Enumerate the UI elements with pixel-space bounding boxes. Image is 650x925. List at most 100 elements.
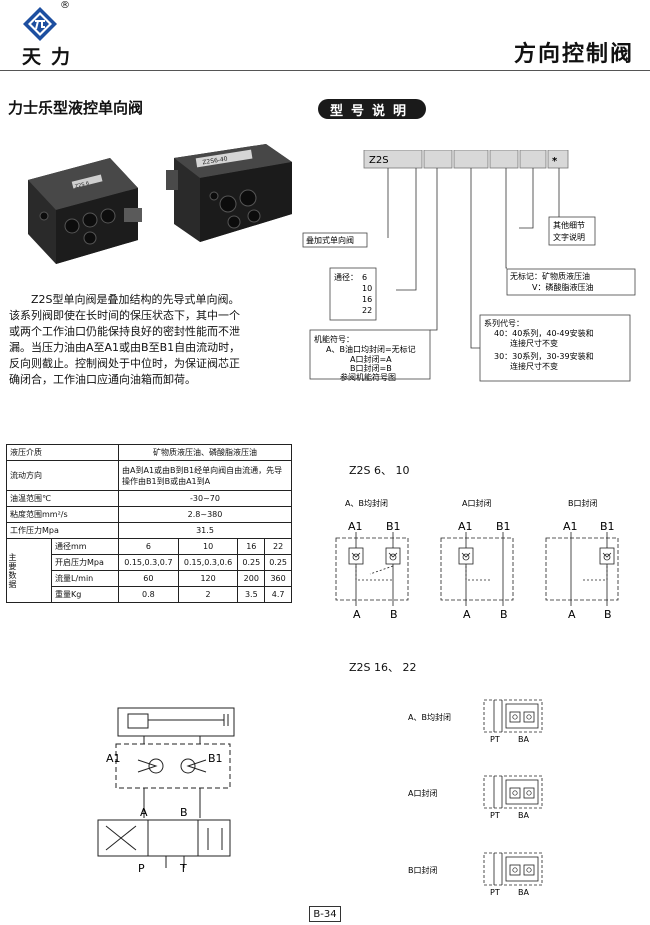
model-function-line: B口封闭=B <box>350 363 392 373</box>
valve-block-icon <box>483 775 543 809</box>
circuit-port-label: B1 <box>208 752 223 765</box>
spec-value: 由A到A1或由B到B1经单向阀自由流通，先导操作由B1到B或由A1到A <box>118 460 292 491</box>
circuit-port-label: P <box>138 862 145 875</box>
model-function-line: A、B油口均封闭=无标记 <box>326 344 416 354</box>
spec-cell: 60 <box>118 570 179 587</box>
spec-label: 流动方向 <box>6 460 119 491</box>
spec-cell: 3.5 <box>237 586 266 603</box>
spec-value: 31.5 <box>118 522 292 539</box>
port-label: A1 <box>458 520 473 533</box>
symbols-small-heading: Z2S 6、 10 <box>349 464 410 477</box>
variant-label: B口封闭 <box>568 498 598 508</box>
model-sizes-label: 通径： <box>334 272 358 282</box>
model-size-16: 16 <box>362 295 372 304</box>
model-series-line: 30：30系列，30-39安装和 <box>494 351 594 361</box>
model-size-6: 6 <box>362 273 367 282</box>
product-title: 力士乐型液控单向阀 <box>8 99 144 117</box>
spec-label: 油温范围℃ <box>6 490 119 507</box>
table-row: 主要数据 通径mm 6 10 16 22 <box>6 538 292 603</box>
model-function-line: A口封闭=A <box>350 354 392 364</box>
page-number: B-34 <box>309 906 341 922</box>
spec-cell: 360 <box>264 570 292 587</box>
check-valve-icon <box>458 547 474 565</box>
page-category-title: 方向控制阀 <box>513 41 634 67</box>
port-label: PT <box>490 811 500 820</box>
spec-cell: 0.15,0.3,0.6 <box>177 554 239 571</box>
model-detail-line: 其他细节 <box>553 220 585 230</box>
model-seal-line: 无标记：矿物质液压油 <box>510 271 590 281</box>
spec-value: 2.8~380 <box>118 506 292 523</box>
port-label: BA <box>518 811 529 820</box>
registered-mark: ® <box>60 0 70 11</box>
model-stack-label: 叠加式单向阀 <box>306 235 354 245</box>
valve-block-icon <box>483 852 543 886</box>
spec-label: 开启压力Mpa <box>51 554 119 571</box>
port-label: B1 <box>600 520 615 533</box>
model-code-diagram: Z2S * 叠加式单向阀 通径： 6 10 16 22 机能符号： A、B油口均… <box>296 149 646 385</box>
circuit-port-label: B <box>180 806 188 819</box>
spec-cell: 0.25 <box>237 554 266 571</box>
port-label: A <box>353 608 361 621</box>
model-function-line: 参阅机能符号图 <box>340 372 396 382</box>
product-description: Z2S型单向阀是叠加结构的先导式单向阀。该系列阀即使在长时间的保压状态下，其中一… <box>9 293 241 386</box>
spec-label: 液压介质 <box>6 444 119 461</box>
check-valve-icon <box>599 547 615 565</box>
port-label: BA <box>518 888 529 897</box>
variant-label: A口封闭 <box>408 788 437 798</box>
model-series-title: 系列代号： <box>484 318 524 328</box>
model-series-line: 40：40系列，40-49安装和 <box>494 328 594 338</box>
spec-label: 通径mm <box>51 538 119 555</box>
model-code-suffix: * <box>552 156 558 167</box>
table-row: 重量Kg 0.8 2 3.5 4.7 <box>7 586 292 603</box>
model-series-line: 连接尺寸不变 <box>510 338 558 348</box>
spec-cell: 4.7 <box>264 586 292 603</box>
spec-cell: 0.25 <box>264 554 292 571</box>
port-label: A <box>463 608 471 621</box>
circuit-port-label: T <box>179 862 187 875</box>
model-size-22: 22 <box>362 306 372 315</box>
table-row: 液压介质 矿物质液压油、磷酸脂液压油 <box>6 444 292 461</box>
port-label: B <box>500 608 508 621</box>
port-label: B <box>390 608 398 621</box>
model-code-prefix: Z2S <box>369 155 389 166</box>
port-label: B1 <box>386 520 401 533</box>
port-label: B <box>604 608 612 621</box>
spec-label: 工作压力Mpa <box>6 522 119 539</box>
port-label: BA <box>518 735 529 744</box>
model-function-title: 机能符号： <box>314 334 354 344</box>
spec-cell: 0.15,0.3,0.7 <box>118 554 179 571</box>
port-label: PT <box>490 888 500 897</box>
spec-group-label: 主要数据 <box>6 538 52 603</box>
spec-label: 粘度范围mm²/s <box>6 506 119 523</box>
port-label: PT <box>490 735 500 744</box>
spec-table: 液压介质 矿物质液压油、磷酸脂液压油 流动方向 由A到A1或由B到B1经单向阀自… <box>6 444 292 603</box>
product-photo-large: Z2S6-40 <box>166 140 296 246</box>
circuit-diagram: A1 B1 A B P T <box>92 700 252 880</box>
spec-label: 重量Kg <box>51 586 119 603</box>
spec-cell: 200 <box>237 570 266 587</box>
spec-cell: 10 <box>177 538 239 555</box>
table-row: 粘度范围mm²/s 2.8~380 <box>6 506 292 523</box>
variant-label: A口封闭 <box>462 498 491 508</box>
port-label: A1 <box>348 520 363 533</box>
spec-label: 流量L/min <box>51 570 119 587</box>
spec-cell: 6 <box>118 538 179 555</box>
brand-name: 天力 <box>22 46 81 68</box>
symbols-large-heading: Z2S 16、 22 <box>349 661 417 674</box>
table-row: 工作压力Mpa 31.5 <box>6 522 292 539</box>
spec-cell: 0.8 <box>118 586 179 603</box>
port-label: A <box>568 608 576 621</box>
spec-cell: 2 <box>177 586 239 603</box>
model-section-title: 型号说明 <box>318 99 426 119</box>
model-size-10: 10 <box>362 284 372 293</box>
port-label: A1 <box>563 520 578 533</box>
photo2-label: Z2S6-40 <box>202 155 228 166</box>
check-valve-icon <box>385 547 401 565</box>
model-detail-line: 文字说明 <box>553 232 585 242</box>
spec-value: -30~70 <box>118 490 292 507</box>
spec-cell: 22 <box>264 538 292 555</box>
check-valve-icon <box>348 547 364 565</box>
header-divider <box>0 70 650 71</box>
port-label: B1 <box>496 520 511 533</box>
variant-label: A、B均封闭 <box>408 712 451 722</box>
